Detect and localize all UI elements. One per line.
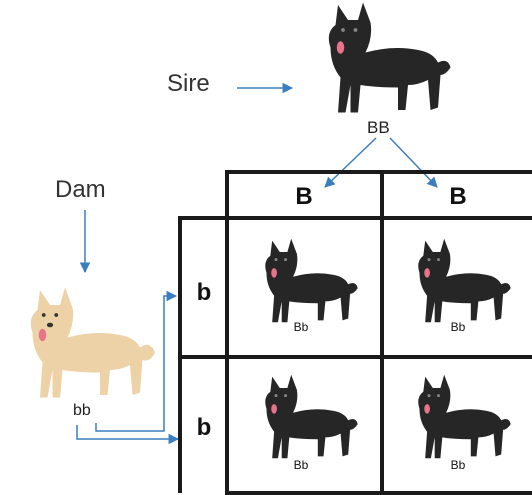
offspring-dog-icon-4: [418, 374, 511, 459]
sire-genotype: BB: [367, 118, 390, 137]
allele-arrow-right: [389, 137, 438, 188]
cell-genotype-2-2: Bb: [450, 458, 466, 472]
cell-genotype-2-1: Bb: [293, 458, 309, 472]
column-allele-1: B: [295, 183, 313, 210]
dam-genotype: bb: [73, 402, 91, 419]
dam-allele-arrow-top: [95, 290, 178, 432]
dam-label: Dam: [55, 176, 106, 203]
sire-dog-icon: [328, 2, 451, 113]
column-allele-2: B: [449, 183, 467, 210]
offspring-dog-icon-1: [265, 238, 358, 323]
allele-arrow-left: [324, 137, 377, 188]
row-allele-1: b: [196, 279, 212, 306]
offspring-dog-icon-3: [265, 374, 358, 459]
dam-dog-icon: [30, 287, 156, 398]
offspring-dog-icon-2: [418, 238, 511, 323]
punnett-grid: [178, 170, 532, 495]
cell-genotype-1-2: Bb: [450, 320, 466, 334]
row-allele-2: b: [196, 414, 212, 441]
sire-label: Sire: [167, 70, 210, 97]
cell-genotype-1-1: Bb: [293, 320, 309, 334]
dam-allele-arrow-bottom: [76, 425, 180, 445]
